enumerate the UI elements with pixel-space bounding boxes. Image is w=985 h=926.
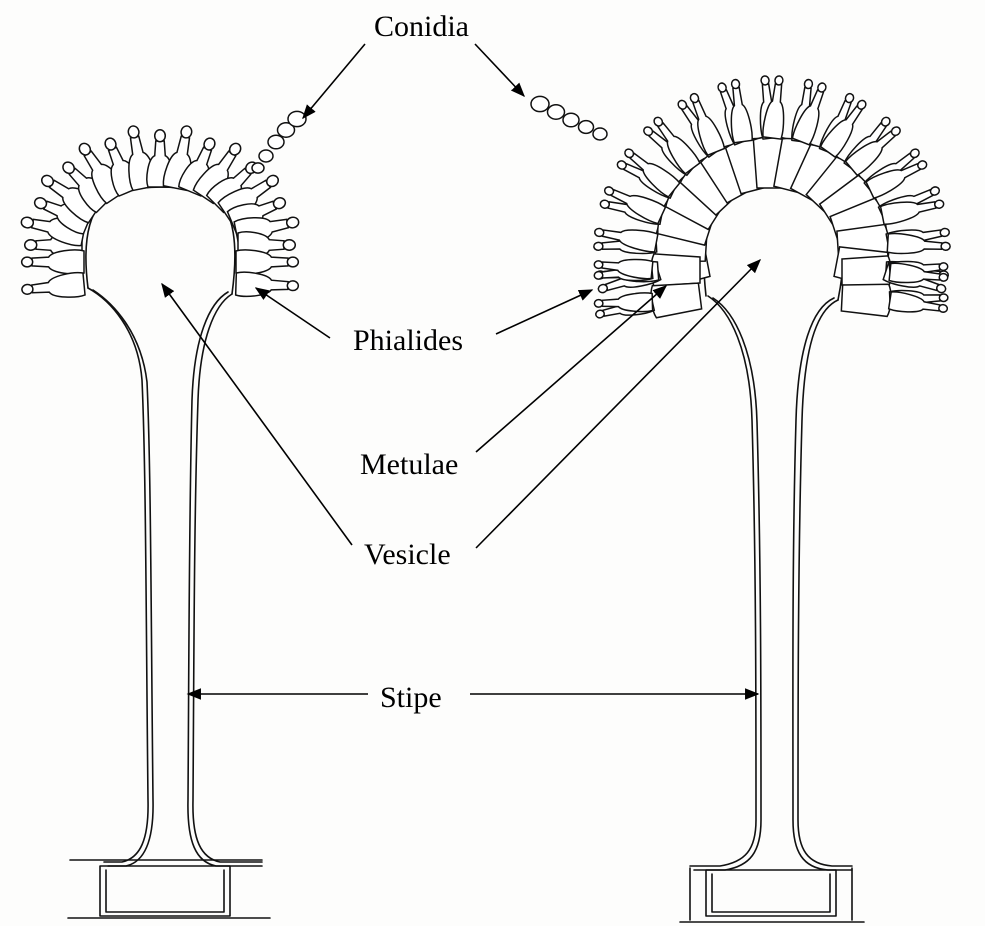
conidium [934, 199, 944, 209]
phialide [236, 250, 298, 274]
phialide [866, 154, 931, 199]
conidium [939, 294, 948, 302]
conidium [531, 96, 549, 111]
conidium [25, 240, 37, 251]
vesicle-label: Vesicle [364, 540, 451, 570]
conidium [283, 240, 295, 251]
conidium [259, 150, 273, 162]
conidium [548, 105, 565, 119]
left-conidia-chain [252, 111, 306, 173]
conidium [939, 273, 948, 281]
conidium [594, 242, 603, 250]
conidium [731, 79, 740, 89]
conidium [594, 300, 603, 308]
conidium [939, 262, 948, 270]
left-foot-cell [68, 866, 270, 918]
conidium [594, 228, 604, 237]
metula [841, 282, 892, 317]
conidium [600, 199, 610, 209]
arrow-conidia-left [303, 44, 365, 118]
phialide [21, 272, 85, 302]
metulae-label: Metulae [360, 450, 458, 480]
conidium [252, 163, 264, 173]
right-foot-cell [680, 868, 864, 922]
phialides-label: Phialides [353, 326, 463, 356]
conidium [594, 271, 603, 279]
stipe-label: Stipe [380, 683, 442, 713]
conidium [287, 281, 298, 291]
arrow-phialides-right [496, 290, 592, 334]
conidium [594, 260, 603, 268]
conidium [938, 304, 948, 313]
left-phialides [19, 123, 301, 301]
conidium [761, 76, 770, 86]
conidium [268, 135, 284, 149]
conidium [774, 76, 783, 86]
left-conidiophore [19, 111, 306, 918]
arrow-metulae [476, 286, 666, 452]
phialide [236, 272, 299, 298]
conidium [22, 257, 33, 267]
right-conidia-chain [531, 96, 607, 140]
phialide [22, 250, 84, 274]
conidium [21, 284, 33, 295]
conidium [940, 228, 950, 237]
left-stipe [70, 288, 262, 866]
conidium [563, 113, 579, 127]
conidium [287, 257, 298, 267]
conidium [579, 121, 594, 134]
arrow-conidia-right [475, 44, 524, 96]
right-conidiophore [531, 75, 951, 922]
metula [842, 256, 891, 288]
conidium [593, 128, 607, 140]
conidium [288, 111, 306, 126]
right-stipe [690, 296, 852, 870]
conidium [595, 309, 605, 318]
metula [649, 280, 702, 318]
arrow-phialides-left [256, 288, 330, 338]
conidium [941, 242, 950, 250]
conidium [155, 130, 166, 142]
right-phialides [593, 75, 951, 324]
conidium [804, 79, 813, 89]
conidia-label: Conidia [374, 12, 469, 42]
